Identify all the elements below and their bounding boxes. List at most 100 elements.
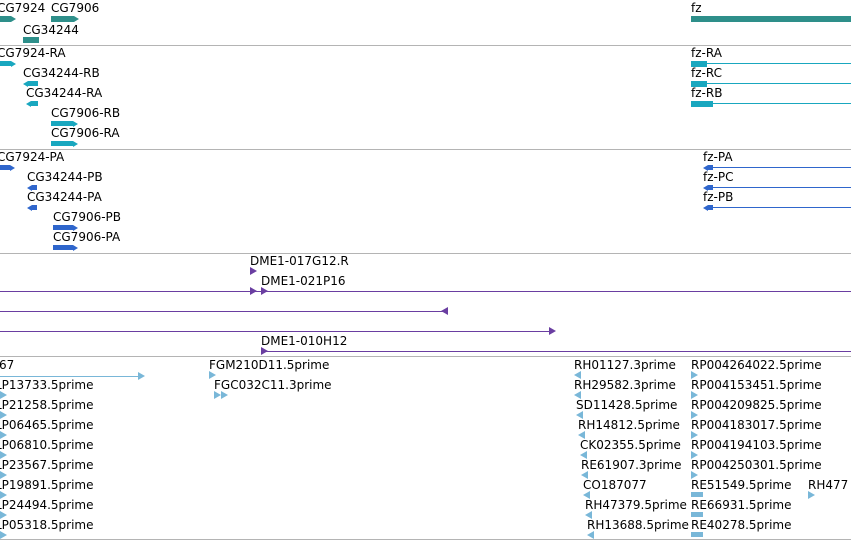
bac-clone-line[interactable]	[0, 311, 446, 312]
feature-label: RH47379.5prime	[585, 498, 687, 512]
est-marker[interactable]	[214, 391, 221, 399]
transcript-feature[interactable]	[31, 101, 38, 106]
protein-feature[interactable]	[708, 185, 713, 190]
est-marker[interactable]	[0, 451, 7, 459]
est-marker[interactable]	[221, 391, 228, 399]
feature-label: RP004250301.5prime	[691, 458, 822, 472]
bac-clone-line[interactable]	[0, 291, 851, 292]
transcript-feature[interactable]	[28, 81, 38, 86]
protein-feature[interactable]	[0, 165, 10, 170]
bac-end-marker[interactable]	[250, 267, 257, 275]
bac-end-marker[interactable]	[549, 327, 556, 335]
feature-label: LP23567.5prime	[0, 458, 94, 472]
feature-label: CG34244-RB	[23, 66, 100, 80]
feature-label: RP004209825.5prime	[691, 398, 822, 412]
gene-feature-fz[interactable]	[691, 16, 851, 22]
est-marker[interactable]	[0, 391, 7, 399]
est-line[interactable]	[0, 376, 140, 377]
est-marker[interactable]	[580, 451, 587, 459]
feature-label: RP004264022.5prime	[691, 358, 822, 372]
protein-feature[interactable]	[53, 245, 73, 250]
est-marker[interactable]	[0, 411, 7, 419]
est-marker[interactable]	[138, 372, 145, 380]
est-marker[interactable]	[574, 391, 581, 399]
feature-label: fz-RB	[691, 86, 723, 100]
transcript-feature[interactable]	[691, 61, 707, 67]
feature-label: RE40278.5prime	[691, 518, 792, 532]
track-separator	[0, 45, 851, 46]
feature-label: fz-PA	[703, 150, 733, 164]
feature-label: CG34244-PA	[27, 190, 102, 204]
track-separator	[0, 149, 851, 150]
transcript-feature[interactable]	[51, 121, 73, 126]
est-marker[interactable]	[583, 491, 590, 499]
est-feature[interactable]	[691, 532, 703, 537]
transcript-feature[interactable]	[0, 61, 11, 66]
est-marker[interactable]	[0, 491, 7, 499]
feature-label: RH14812.5prime	[578, 418, 680, 432]
feature-label: CG7906-PA	[53, 230, 121, 244]
est-feature[interactable]	[691, 492, 703, 497]
track-separator	[0, 253, 851, 254]
feature-label: DME1-021P16	[261, 274, 346, 288]
est-marker[interactable]	[576, 411, 583, 419]
transcript-feature[interactable]	[691, 101, 713, 107]
est-marker[interactable]	[691, 451, 698, 459]
gene-feature-cg7924[interactable]	[0, 16, 11, 22]
intron-line	[713, 187, 851, 188]
bac-end-marker[interactable]	[261, 287, 268, 295]
bac-clone-line[interactable]	[261, 351, 851, 352]
feature-label: LP05318.5prime	[0, 518, 94, 532]
gene-feature-cg34244[interactable]	[23, 37, 39, 43]
gene-feature-cg7906[interactable]	[51, 16, 74, 22]
est-marker[interactable]	[691, 371, 698, 379]
feature-label: FGM210D11.5prime	[209, 358, 330, 372]
est-marker[interactable]	[691, 411, 698, 419]
feature-label: SD11428.5prime	[576, 398, 678, 412]
bac-end-marker[interactable]	[441, 307, 448, 315]
protein-feature[interactable]	[708, 205, 713, 210]
track-separator	[0, 539, 851, 540]
feature-label: CG34244-RA	[26, 86, 103, 100]
feature-label: fz-PB	[703, 190, 734, 204]
est-marker[interactable]	[808, 491, 815, 499]
feature-label: CG7906-RB	[51, 106, 121, 120]
track-separator	[0, 356, 851, 357]
bac-end-marker[interactable]	[250, 287, 257, 295]
feature-label: RH477	[808, 478, 849, 492]
protein-feature[interactable]	[53, 225, 73, 230]
est-marker[interactable]	[0, 531, 7, 539]
feature-label: RE66931.5prime	[691, 498, 792, 512]
est-marker[interactable]	[585, 511, 592, 519]
est-feature[interactable]	[691, 512, 703, 517]
est-marker[interactable]	[581, 471, 588, 479]
feature-label: CO187077	[583, 478, 647, 492]
protein-feature[interactable]	[32, 205, 37, 210]
bac-end-marker[interactable]	[261, 347, 268, 355]
feature-label: LP19891.5prime	[0, 478, 94, 492]
est-marker[interactable]	[0, 471, 7, 479]
feature-label: RP004194103.5prime	[691, 438, 822, 452]
protein-feature[interactable]	[708, 165, 713, 170]
est-marker[interactable]	[209, 371, 216, 379]
transcript-feature[interactable]	[51, 141, 73, 146]
est-marker[interactable]	[587, 531, 594, 539]
feature-label: RH29582.3prime	[574, 378, 676, 392]
est-marker[interactable]	[578, 431, 585, 439]
est-marker[interactable]	[691, 391, 698, 399]
est-marker[interactable]	[691, 471, 698, 479]
est-marker[interactable]	[691, 431, 698, 439]
transcript-feature[interactable]	[691, 81, 707, 87]
feature-label: RE51549.5prime	[691, 478, 792, 492]
intron-line	[713, 103, 851, 104]
bac-clone-line[interactable]	[0, 331, 550, 332]
est-marker[interactable]	[574, 371, 581, 379]
intron-line	[713, 207, 851, 208]
feature-label: CG7906-PB	[53, 210, 122, 224]
feature-label: CK02355.5prime	[580, 438, 681, 452]
protein-feature[interactable]	[32, 185, 37, 190]
est-marker[interactable]	[0, 511, 7, 519]
feature-label: DME1-010H12	[261, 334, 348, 348]
est-marker[interactable]	[0, 431, 7, 439]
